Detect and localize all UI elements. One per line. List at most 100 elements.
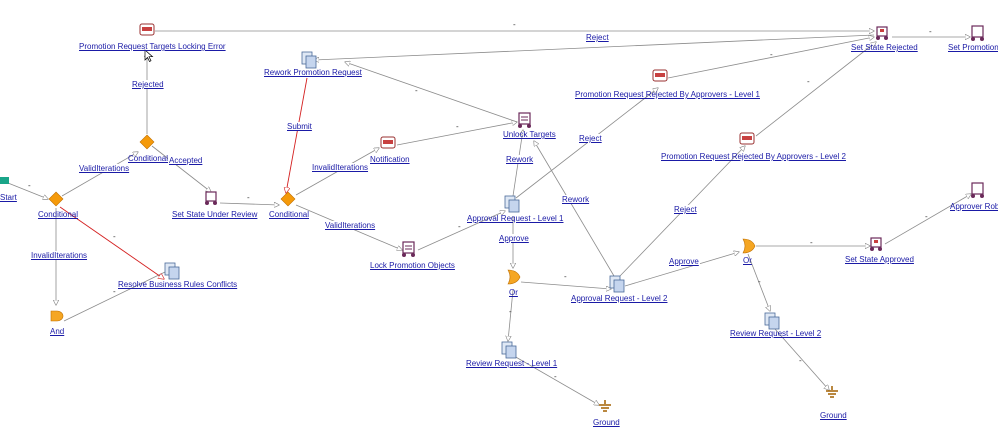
script-icon[interactable] <box>518 112 531 128</box>
edge-approval2-or2[interactable] <box>624 252 739 287</box>
edge-label-dash: - <box>807 77 810 86</box>
node-set-state-under-review[interactable]: Set State Under Review <box>172 210 258 219</box>
edge-label-dash: - <box>28 181 31 190</box>
notification-icon[interactable] <box>139 23 155 36</box>
edge-or1-approval2[interactable] <box>520 281 611 289</box>
edge-rejectedl2-setrejected[interactable] <box>755 42 876 137</box>
node-approval-request-l2[interactable]: Approval Request - Level 2 <box>571 294 668 303</box>
edge-label-dash: - <box>513 20 516 29</box>
node-or[interactable]: Or <box>743 256 752 265</box>
edge-label-dash: - <box>929 27 932 36</box>
edge-label-accepted[interactable]: Accepted <box>168 156 204 165</box>
node-resolve-conflicts[interactable]: Resolve Business Rules Conflicts <box>118 280 238 289</box>
task-document-icon[interactable] <box>301 51 317 69</box>
edge-or1-reviewl1[interactable] <box>508 289 514 341</box>
script-icon[interactable] <box>876 26 888 40</box>
task-document-icon[interactable] <box>164 262 180 280</box>
node-set-state-rejected[interactable]: Set State Rejected <box>851 43 918 52</box>
edge-label-dash: - <box>113 232 116 241</box>
edge-reviewl2-ground2[interactable] <box>774 328 829 390</box>
edge-label-validiterations[interactable]: ValidIterations <box>78 164 131 173</box>
node-unlock-targets[interactable]: Unlock Targets <box>503 130 556 139</box>
task-document-icon[interactable] <box>501 341 517 359</box>
edge-lock-approval1[interactable] <box>417 211 505 251</box>
edge-label-dash: - <box>113 287 116 296</box>
edge-label-rework[interactable]: Rework <box>561 195 591 204</box>
edge-label-reject[interactable]: Reject <box>578 134 603 143</box>
node-rejected-l2[interactable]: Promotion Request Rejected By Approvers … <box>661 152 846 161</box>
script-icon[interactable] <box>971 25 984 41</box>
script-icon[interactable] <box>205 191 217 205</box>
edge-cond-resolve[interactable] <box>59 206 164 279</box>
node-approval-request-l1[interactable]: Approval Request - Level 1 <box>467 214 564 223</box>
node-start[interactable]: Start <box>0 193 17 202</box>
edge-cond-validiterations[interactable] <box>61 152 138 197</box>
node-notification[interactable]: Notification <box>370 155 410 164</box>
edge-label-approve[interactable]: Approve <box>498 234 530 243</box>
ground-icon[interactable] <box>599 400 611 412</box>
edge-and-resolve[interactable] <box>63 271 166 322</box>
task-document-icon[interactable] <box>764 312 780 330</box>
node-conditional[interactable]: Conditional <box>269 210 310 219</box>
edge-label-submit[interactable]: Submit <box>286 122 313 131</box>
conditional-diamond-icon[interactable] <box>48 191 64 207</box>
node-set-state-approved[interactable]: Set State Approved <box>845 255 914 264</box>
node-lock-promotion-objects[interactable]: Lock Promotion Objects <box>370 261 455 270</box>
conditional-diamond-icon[interactable] <box>280 191 296 207</box>
edge-label-dash: - <box>415 86 418 95</box>
edge-start-cond[interactable] <box>7 182 48 199</box>
edge-setapproved-approverrob[interactable] <box>884 194 971 245</box>
notification-icon[interactable] <box>652 69 668 82</box>
node-set-promotion[interactable]: Set Promotion <box>948 43 998 52</box>
conditional-diamond-icon[interactable] <box>139 134 155 150</box>
notification-icon[interactable] <box>739 132 755 145</box>
edge-reviewl1-ground1[interactable] <box>513 355 599 405</box>
or-gate-icon[interactable] <box>507 269 521 285</box>
edge-notification-unlock[interactable] <box>396 122 517 146</box>
edge-label-approve[interactable]: Approve <box>668 257 700 266</box>
node-rework-promotion-request[interactable]: Rework Promotion Request <box>264 68 362 77</box>
script-icon[interactable] <box>971 182 984 198</box>
edge-label-invaliditerations[interactable]: InvalidIterations <box>311 163 370 172</box>
edge-or2-reviewl2[interactable] <box>747 253 770 311</box>
edge-label-dash: - <box>758 277 761 286</box>
ground-icon[interactable] <box>826 386 838 398</box>
script-icon[interactable] <box>402 241 415 257</box>
node-review-request-l1[interactable]: Review Request - Level 1 <box>466 359 558 368</box>
edge-label-invaliditerations[interactable]: InvalidIterations <box>30 251 89 260</box>
node-locking-error[interactable]: Promotion Request Targets Locking Error <box>79 42 226 51</box>
node-conditional[interactable]: Conditional <box>128 154 169 163</box>
edge-label-dash: - <box>564 272 567 281</box>
or-gate-icon[interactable] <box>742 238 756 254</box>
node-ground[interactable]: Ground <box>593 418 620 427</box>
edge-label-reject[interactable]: Reject <box>673 205 698 214</box>
edge-underreview-condmid[interactable] <box>219 203 279 205</box>
edge-label-validiterations[interactable]: ValidIterations <box>324 221 377 230</box>
node-review-request-l2[interactable]: Review Request - Level 2 <box>730 329 822 338</box>
node-and[interactable]: And <box>50 327 65 336</box>
edge-label-dash: - <box>456 122 459 131</box>
node-approver-rob[interactable]: Approver Rob <box>950 202 998 211</box>
node-or[interactable]: Or <box>509 288 518 297</box>
script-icon[interactable] <box>870 237 882 251</box>
task-document-icon[interactable] <box>609 275 625 293</box>
node-ground[interactable]: Ground <box>820 411 847 420</box>
edge-label-rework[interactable]: Rework <box>505 155 535 164</box>
edge-unlock-rework[interactable] <box>345 62 518 123</box>
edge-label-dash: - <box>554 372 557 381</box>
edge-condtop-accepted[interactable] <box>151 145 211 192</box>
edge-rework-submit[interactable] <box>286 77 308 193</box>
edge-rejected-rework[interactable] <box>314 34 875 60</box>
edge-label-rejected[interactable]: Rejected <box>131 80 165 89</box>
edge-approval2-unlock[interactable] <box>534 141 615 277</box>
node-conditional[interactable]: Conditional <box>38 210 79 219</box>
edge-label-reject[interactable]: Reject <box>585 33 610 42</box>
edge-rejectedl1-setrejected[interactable] <box>667 37 874 79</box>
edge-approval1-rejectedl1[interactable] <box>515 88 658 199</box>
edge-label-dash: - <box>925 212 928 221</box>
notification-icon[interactable] <box>380 136 396 149</box>
node-rejected-l1[interactable]: Promotion Request Rejected By Approvers … <box>575 90 760 99</box>
start-node-icon[interactable] <box>0 177 9 184</box>
and-gate-icon[interactable] <box>50 310 64 322</box>
task-document-icon[interactable] <box>504 195 520 213</box>
